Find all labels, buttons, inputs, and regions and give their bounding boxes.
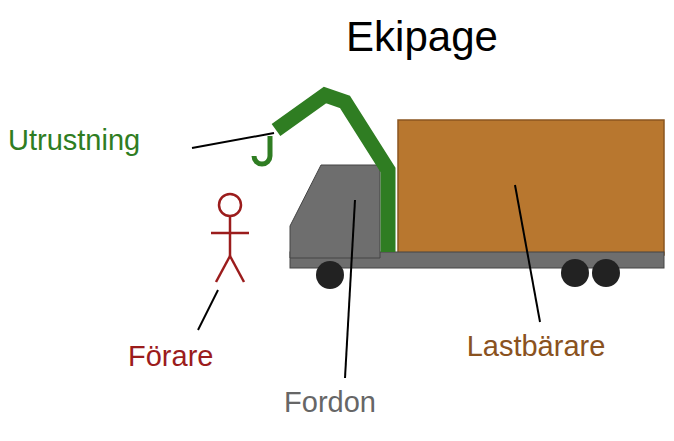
- cargo-box: [398, 120, 664, 255]
- cargo-carrier-label: Lastbärare: [467, 332, 606, 361]
- driver-label: Förare: [128, 342, 213, 371]
- equipment-label: Utrustning: [8, 126, 140, 155]
- truck-wheel: [316, 261, 344, 289]
- truck-wheel: [561, 259, 589, 287]
- crane-hook: [254, 136, 270, 164]
- driver-figure: [211, 194, 249, 282]
- vehicle-label: Fordon: [284, 388, 376, 417]
- crane-arm: [276, 95, 388, 252]
- truck-wheel: [592, 259, 620, 287]
- truck-cab: [290, 165, 380, 258]
- diagram-title: Ekipage: [346, 16, 498, 58]
